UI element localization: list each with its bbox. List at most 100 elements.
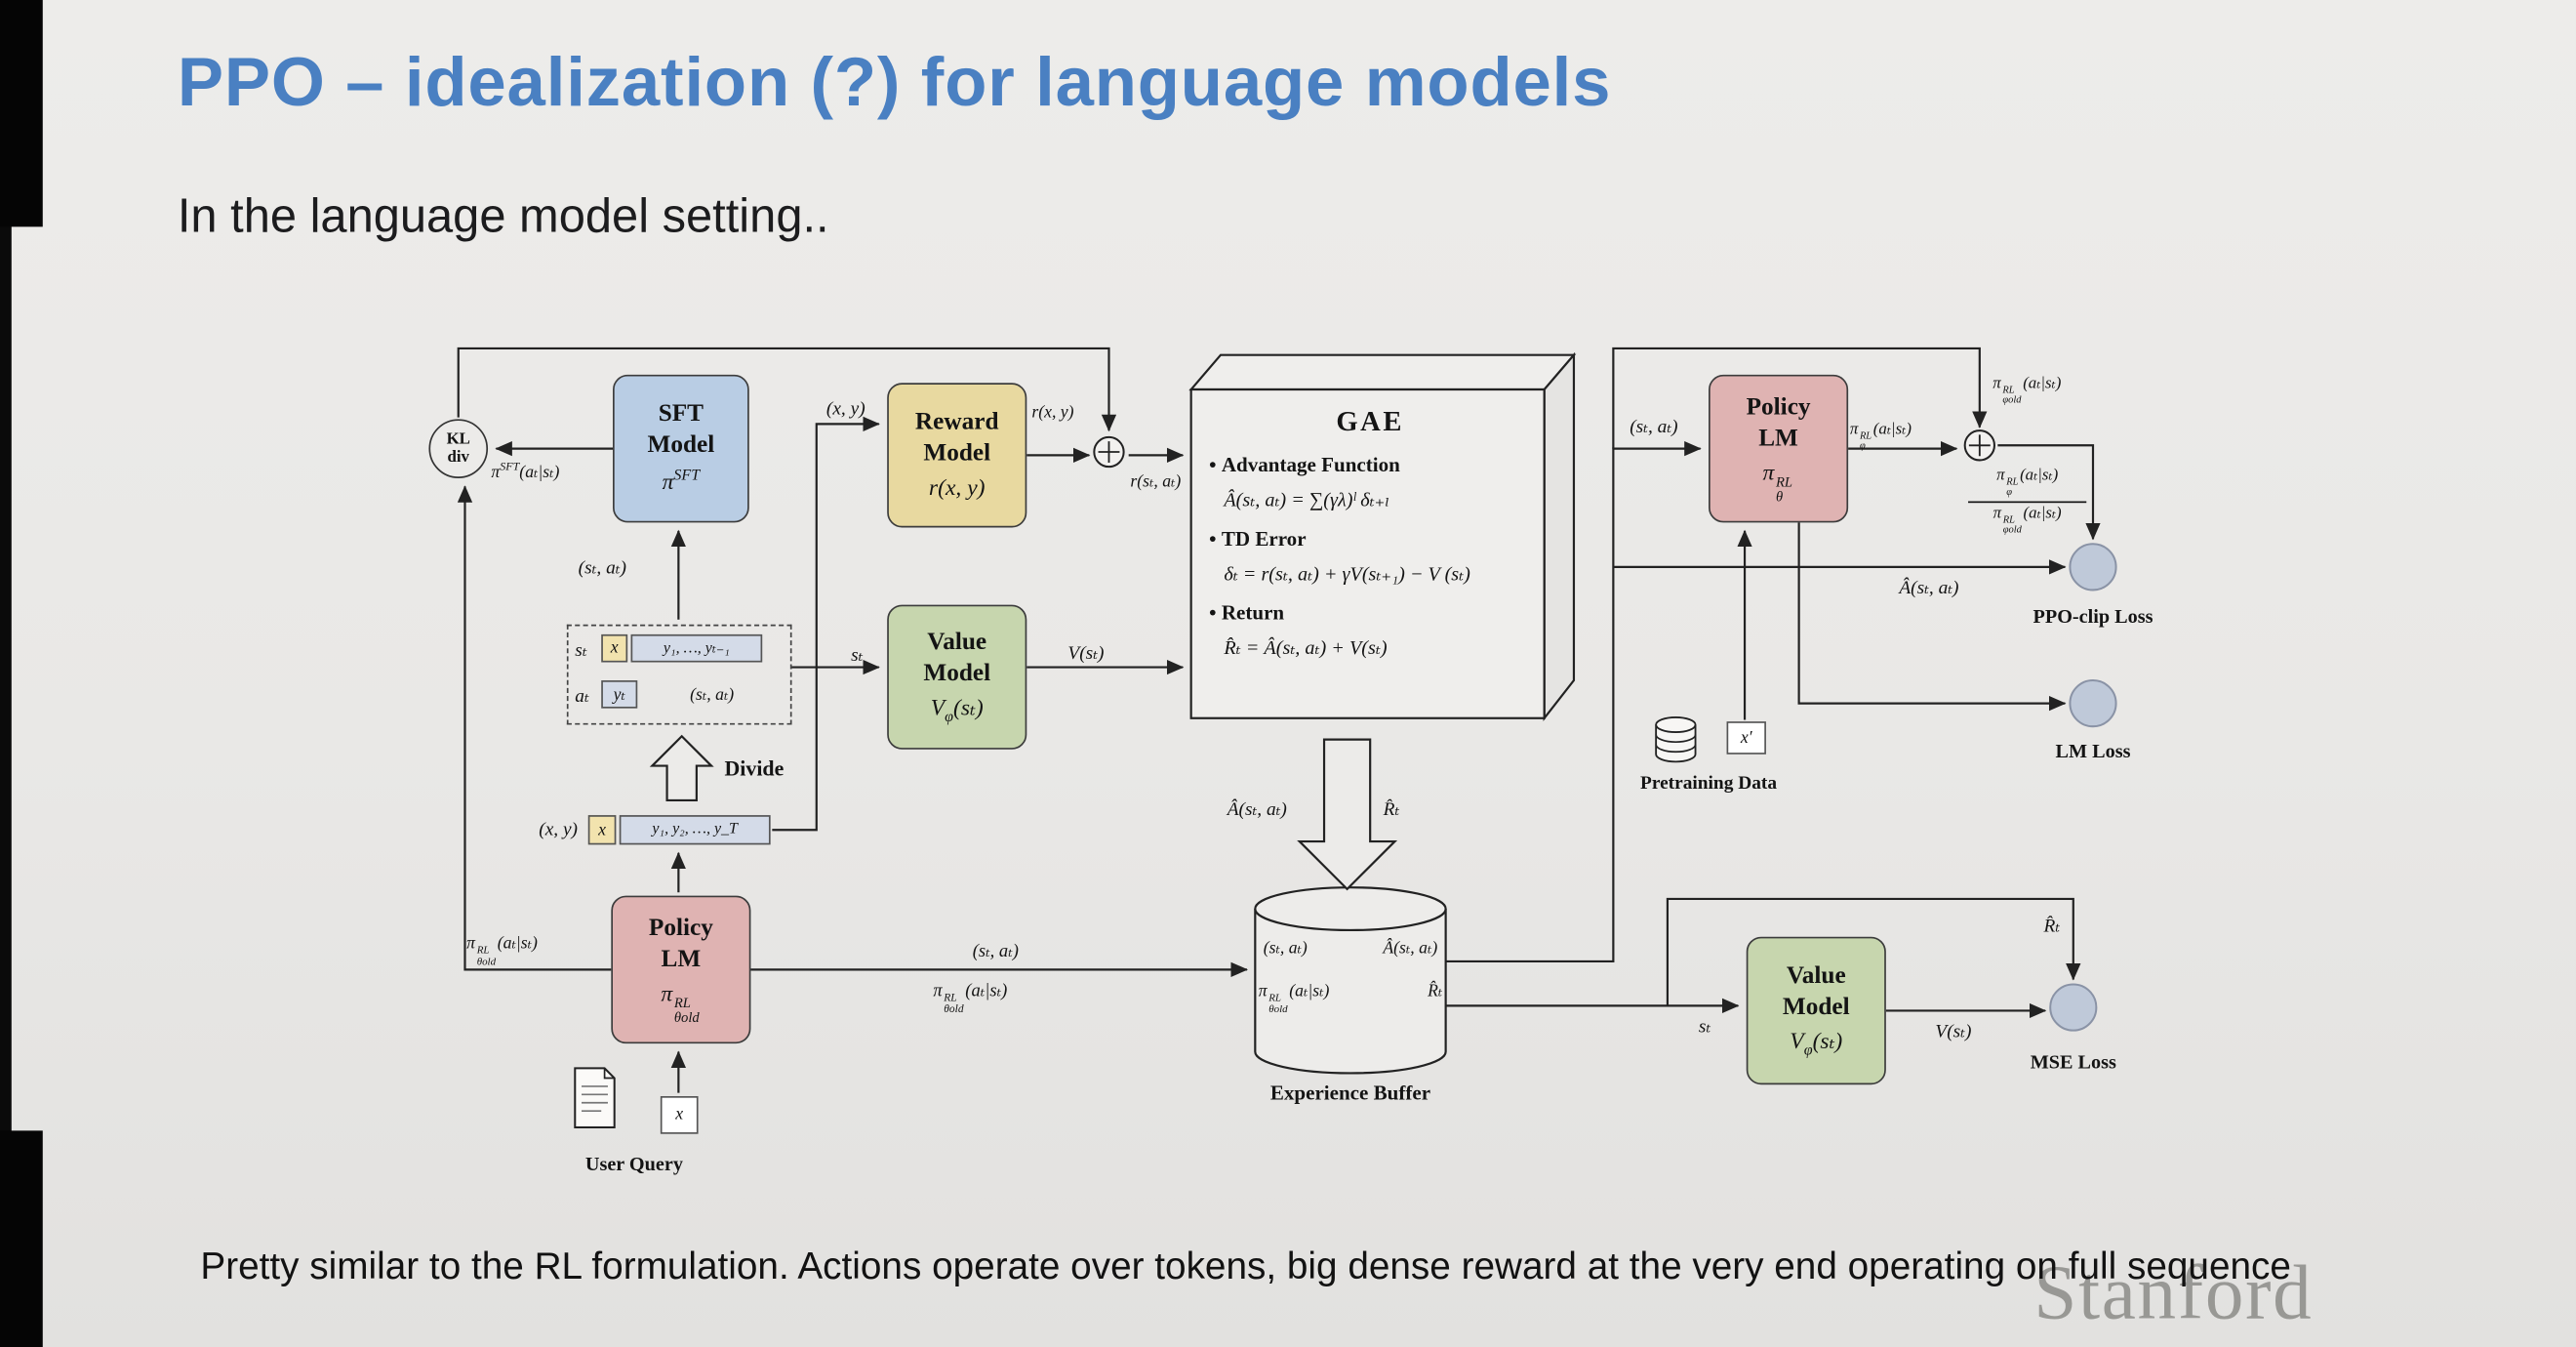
edge-reward-label: r(x, y) xyxy=(1031,404,1074,423)
edge-rollout-pair-label: (sₜ, aₜ) xyxy=(972,941,1019,961)
edge-buffer-pair-label: (sₜ, aₜ) xyxy=(1630,417,1678,437)
gae-item-header: • Return xyxy=(1209,601,1531,626)
state-action-dashed-box xyxy=(566,624,792,725)
gae-header-text: Return xyxy=(1221,601,1285,625)
token-y-history-box: y₁, …, yₜ₋₁ xyxy=(630,633,763,663)
experience-buffer-caption: Experience Buffer xyxy=(1269,1081,1431,1105)
token-y-sequence-box: y₁, y₂, …, y_T xyxy=(619,815,771,845)
slide-title: PPO – idealization (?) for language mode… xyxy=(177,42,1612,120)
divide-label: Divide xyxy=(724,755,785,781)
gae-title: GAE xyxy=(1336,405,1404,437)
edge-shaped-reward-label: r(sₜ, aₜ) xyxy=(1130,472,1182,492)
edge-sft-prob-label: πSFT(aₜ|sₜ) xyxy=(491,460,560,483)
action-label: aₜ xyxy=(575,686,589,707)
gae-panel: GAE • Advantage Function Â(sₜ, aₜ) = ∑(γ… xyxy=(1209,406,1531,661)
edge-state-action-label: (sₜ, aₜ) xyxy=(578,558,627,579)
kl-div-node: KL div xyxy=(428,419,489,478)
edge-advantage-label: Â(sₜ, aₜ) xyxy=(1227,799,1287,821)
state-action-pair-label: (sₜ, aₜ) xyxy=(690,686,735,706)
token-x-box: x xyxy=(587,815,617,845)
sft-model-node: SFT Model πSFT xyxy=(613,374,749,523)
token-yt-box: yₜ xyxy=(601,680,638,709)
state-label: sₜ xyxy=(575,640,587,661)
sft-model-title: SFT Model xyxy=(647,401,715,460)
buffer-cell: (sₜ, aₜ) xyxy=(1263,940,1308,959)
gae-item-header: • Advantage Function xyxy=(1209,454,1531,478)
pretraining-sample-box: x′ xyxy=(1726,721,1766,755)
sum-junction-icon xyxy=(1093,435,1125,469)
gae-item-header: • TD Error xyxy=(1209,527,1531,551)
gae-to-buffer-arrow xyxy=(1297,738,1398,891)
ratio-junction-icon xyxy=(1963,429,1995,462)
user-query-caption: User Query xyxy=(584,1152,683,1175)
token-x-box: x xyxy=(601,633,628,663)
buffer-cell: R̂ₜ xyxy=(1428,982,1443,1001)
value-model-right-node: Value Model Vφ(sₜ) xyxy=(1746,936,1886,1085)
divide-arrow xyxy=(649,734,714,802)
gae-item-formula: δₜ = r(sₜ, aₜ) + γV(sₜ₊₁) − V (sₜ) xyxy=(1224,561,1470,586)
document-icon xyxy=(574,1067,616,1129)
letterbox-bottom-left xyxy=(0,1130,43,1347)
edge-state-label: sₜ xyxy=(851,645,864,666)
value-model-right-title: Value Model xyxy=(1782,962,1850,1020)
sft-model-formula: πSFT xyxy=(662,468,701,496)
value-model-right-formula: Vφ(sₜ) xyxy=(1790,1031,1843,1061)
mse-loss-circle xyxy=(2049,983,2098,1032)
value-model-left-node: Value Model Vφ(sₜ) xyxy=(887,604,1027,750)
edge-return-right-label: R̂ₜ xyxy=(2043,917,2061,937)
bullet: • xyxy=(1209,527,1217,551)
policy-lm-left-title: Policy LM xyxy=(648,916,713,973)
edge-xy-label: (x, y) xyxy=(825,399,865,420)
gae-box-3d xyxy=(1188,351,1577,721)
gae-item-formula: R̂ₜ = Â(sₜ, aₜ) + V(sₜ) xyxy=(1224,635,1388,660)
reward-model-node: Reward Model r(x, y) xyxy=(887,383,1027,528)
reward-model-formula: r(x, y) xyxy=(928,475,986,502)
value-model-left-title: Value Model xyxy=(923,629,991,687)
bullet: • xyxy=(1209,601,1217,625)
stanford-watermark: Stanford xyxy=(2033,1250,2314,1336)
lm-loss-label: LM Loss xyxy=(2055,739,2131,763)
gae-header-text: Advantage Function xyxy=(1221,453,1400,477)
buffer-cell: Â(sₜ, aₜ) xyxy=(1383,940,1438,959)
arrows xyxy=(457,347,2101,1093)
edge-state-right-label: sₜ xyxy=(1698,1017,1711,1038)
experience-buffer-cylinder xyxy=(1254,886,1447,1075)
bullet: • xyxy=(1209,453,1217,477)
slide-subtitle: In the language model setting.. xyxy=(177,190,829,244)
gae-header-text: TD Error xyxy=(1221,527,1307,551)
database-icon xyxy=(1655,715,1697,763)
left-edge-strip xyxy=(0,0,12,1347)
policy-lm-right-title: Policy LM xyxy=(1746,394,1811,452)
gae-item-formula: Â(sₜ, aₜ) = ∑(γλ)ˡ δₜ₊ₗ xyxy=(1224,488,1390,511)
ppo-clip-loss-circle xyxy=(2069,543,2117,592)
edge-value-label: V(sₜ) xyxy=(1067,643,1105,665)
user-query-sample-box: x xyxy=(660,1096,699,1134)
mse-loss-label: MSE Loss xyxy=(2030,1049,2116,1074)
edge-return-label: R̂ₜ xyxy=(1383,799,1400,821)
xy-pair-label: (x, y) xyxy=(539,820,579,840)
lm-loss-circle xyxy=(2069,679,2117,728)
value-model-left-formula: Vφ(sₜ) xyxy=(930,697,984,727)
ppo-clip-loss-label: PPO-clip Loss xyxy=(2033,604,2153,629)
reward-model-title: Reward Model xyxy=(914,409,999,468)
buffer-row: (sₜ, aₜ) Â(sₜ, aₜ) xyxy=(1263,938,1438,959)
edge-value-right-label: V(sₜ) xyxy=(1935,1022,1972,1042)
edge-advantage-right-label: Â(sₜ, aₜ) xyxy=(1899,578,1959,598)
letterbox-top-left xyxy=(0,0,43,227)
slide-footer-note: Pretty similar to the RL formulation. Ac… xyxy=(200,1244,2291,1287)
